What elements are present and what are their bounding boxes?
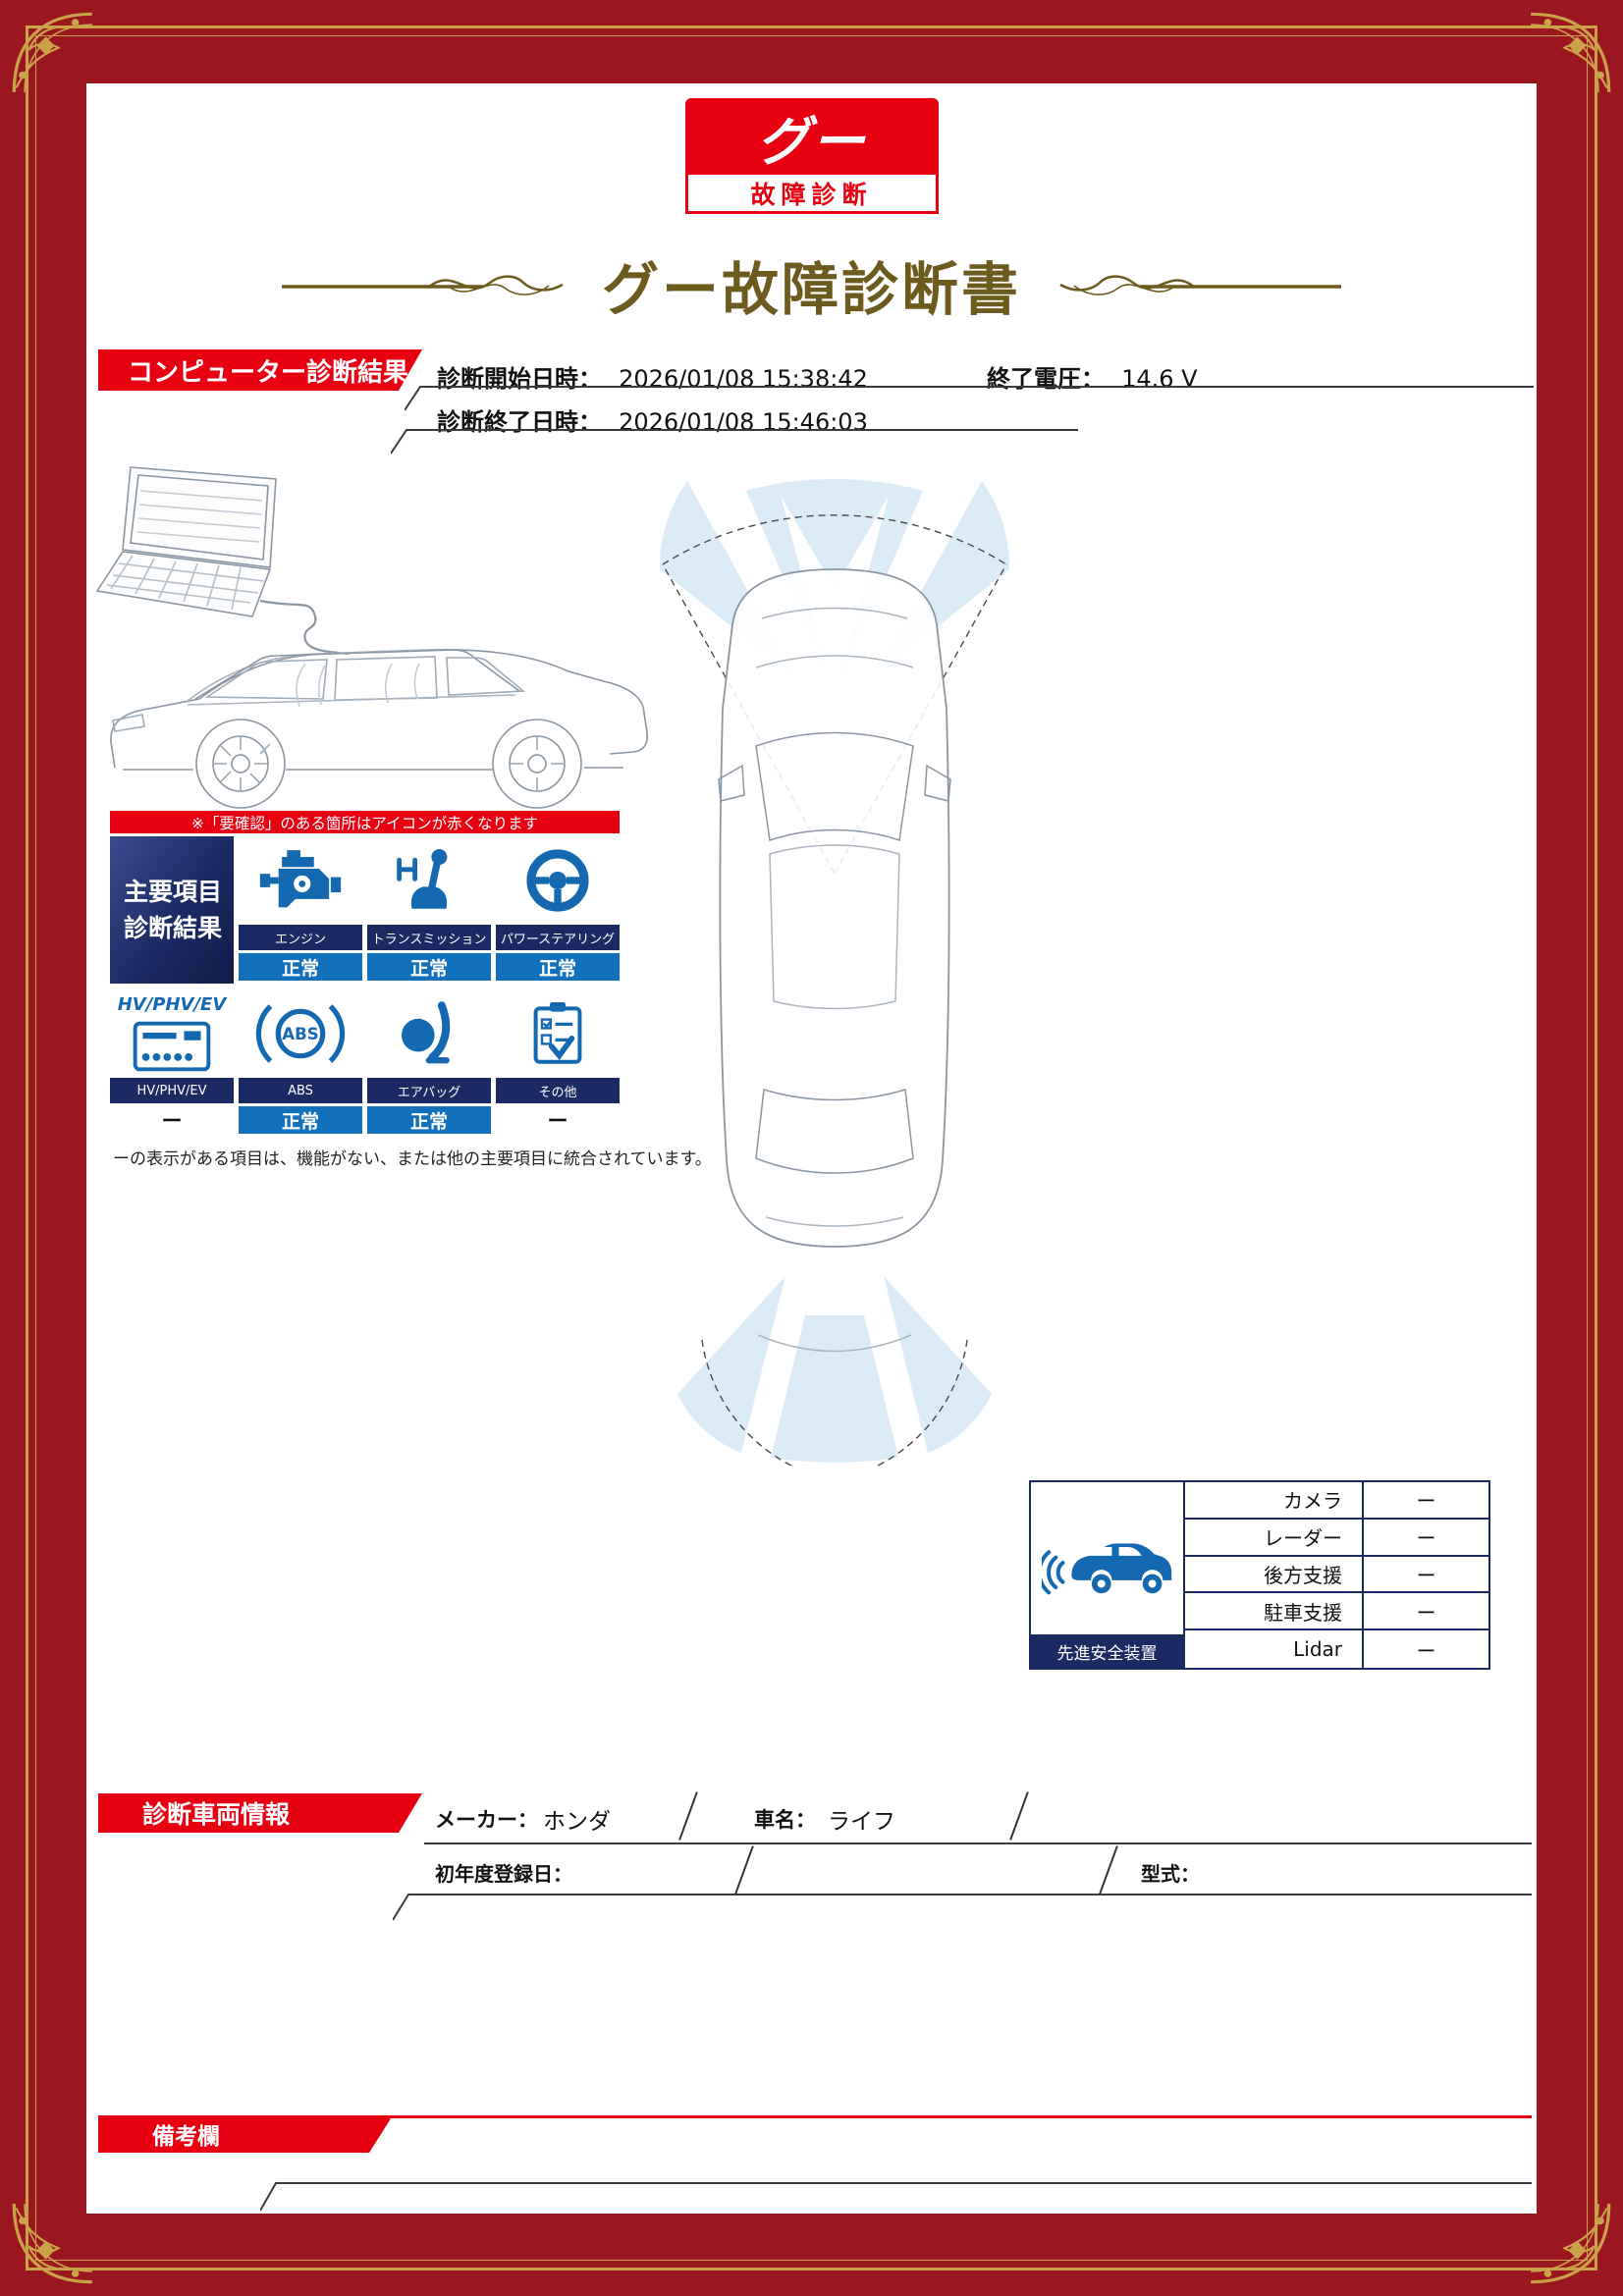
- safety-row-name: Lidar: [1293, 1637, 1342, 1662]
- remarks-write-line: [260, 2182, 1532, 2212]
- vehicle-info-bottom-line: [393, 1894, 1532, 1921]
- safety-row-name: レーダー: [1185, 1520, 1362, 1557]
- diagnostic-laptop-car-illustration: [95, 466, 649, 809]
- safety-row-value: ー: [1362, 1482, 1488, 1520]
- title-flourish-left-icon: [281, 275, 564, 295]
- remarks-banner: 備考欄: [98, 2115, 393, 2153]
- hv-title: HV/PHV/EV: [117, 993, 227, 1015]
- diagnosis-cell-other: その他 ー: [496, 989, 620, 1137]
- sensor-coverage-car-illustration: [659, 478, 1010, 1468]
- safety-devices-table: カメラ ー レーダー ー 後方支援 ー 駐車支援 ー Lidar ー: [1185, 1482, 1488, 1668]
- diagnosis-divider-line: [405, 386, 1534, 411]
- end-time-label: 診断終了日時：: [437, 408, 602, 436]
- abs-icon: ABS: [239, 989, 362, 1078]
- steering-wheel-icon: [496, 836, 620, 925]
- diagnosis-item-label: その他: [496, 1078, 620, 1103]
- car-name-label: 車名：: [754, 1808, 816, 1832]
- attention-notice: ※「要確認」のある箇所はアイコンが赤くなります: [110, 811, 620, 833]
- main-grid-header-line2: 診断結果: [124, 914, 223, 942]
- goo-logo: グー 故障診断: [684, 98, 939, 214]
- diagnosis-start-row: 診断開始日時： 2026/01/08 15:38:42: [437, 359, 868, 394]
- diagnosis-item-status: 正常: [239, 953, 362, 981]
- diagnosis-cell-abs: ABS ABS 正常: [239, 989, 362, 1137]
- diagnosis-item-status: ー: [496, 1106, 620, 1134]
- checklist-icon: [496, 989, 620, 1078]
- car-sensor-icon: [1031, 1482, 1183, 1634]
- safety-row-value: ー: [1362, 1519, 1488, 1557]
- report-title-row: グー故障診断書: [0, 243, 1623, 326]
- diagnosis-cell-hv: HV/PHV/EV HV/PHV/EV ー: [110, 989, 234, 1137]
- first-registration-label: 初年度登録日：: [435, 1862, 572, 1886]
- corner-ornament-icon: [1531, 12, 1611, 92]
- safety-row-value: ー: [1362, 1556, 1488, 1594]
- diagnosis-item-label: ABS: [239, 1078, 362, 1103]
- main-diagnosis-grid: 主要項目 診断結果 エンジン 正常: [110, 836, 620, 1137]
- safety-row-name: カメラ: [1185, 1482, 1362, 1520]
- page-title: グー故障診断書: [601, 256, 1021, 323]
- svg-text:ABS: ABS: [282, 1025, 318, 1043]
- diagnosis-cell-engine: エンジン 正常: [239, 836, 362, 984]
- engine-icon: [239, 836, 362, 925]
- diagnosis-cell-power-steering: パワーステアリング 正常: [496, 836, 620, 984]
- advanced-safety-label: 先進安全装置: [1031, 1634, 1183, 1668]
- corner-ornament-icon: [1531, 2204, 1611, 2284]
- transmission-icon: [367, 836, 491, 925]
- diagnosis-item-status: 正常: [367, 1106, 491, 1134]
- car-name-value: ライフ: [828, 1809, 895, 1835]
- goo-logo-subtext: 故障診断: [684, 175, 939, 214]
- hv-meter-icon: HV/PHV/EV: [110, 989, 234, 1078]
- safety-row-value: ー: [1362, 1593, 1488, 1631]
- corner-ornament-icon: [12, 2204, 92, 2284]
- diagnosis-item-status: ー: [110, 1106, 234, 1134]
- safety-row-name: 駐車支援: [1185, 1593, 1362, 1631]
- diagnosis-cell-airbag: エアバッグ 正常: [367, 989, 491, 1137]
- computer-diagnosis-banner: コンピューター診断結果: [98, 349, 422, 391]
- title-flourish-right-icon: [1059, 275, 1341, 295]
- diagnosis-end-row: 診断終了日時： 2026/01/08 15:46:03: [437, 402, 868, 437]
- advanced-safety-left-cell: 先進安全装置: [1031, 1482, 1185, 1668]
- corner-ornament-icon: [12, 12, 92, 92]
- start-time-label: 診断開始日時：: [437, 365, 602, 393]
- end-voltage-row: 終了電圧： 14.6 V: [987, 359, 1198, 394]
- diagnosis-item-label: トランスミッション: [367, 925, 491, 950]
- diagnosis-item-label: パワーステアリング: [496, 925, 620, 950]
- start-time-value: 2026/01/08 15:38:42: [619, 365, 868, 393]
- end-time-value: 2026/01/08 15:46:03: [619, 408, 868, 436]
- airbag-icon: [367, 989, 491, 1078]
- end-voltage-value: 14.6 V: [1121, 365, 1198, 393]
- diagnosis-item-label: HV/PHV/EV: [110, 1078, 234, 1103]
- grid-footnote: ーの表示がある項目は、機能がない、または他の主要項目に統合されています。: [113, 1149, 712, 1169]
- remarks-top-line: [363, 2115, 1532, 2118]
- main-grid-header: 主要項目 診断結果: [110, 836, 234, 984]
- safety-row-value: ー: [1362, 1630, 1488, 1668]
- vehicle-info-banner: 診断車両情報: [98, 1793, 422, 1833]
- diagnosis-divider-line: [391, 429, 1078, 454]
- diagnosis-item-status: 正常: [367, 953, 491, 981]
- diagnosis-item-label: エアバッグ: [367, 1078, 491, 1103]
- end-voltage-label: 終了電圧：: [987, 365, 1105, 393]
- diagnosis-cell-transmission: トランスミッション 正常: [367, 836, 491, 984]
- diagnosis-item-status: 正常: [239, 1106, 362, 1134]
- diagnosis-item-label: エンジン: [239, 925, 362, 950]
- goo-logo-text: グー: [684, 98, 939, 175]
- diagnosis-item-status: 正常: [496, 953, 620, 981]
- main-grid-header-line1: 主要項目: [124, 877, 223, 906]
- vehicle-info-line: [424, 1842, 1532, 1844]
- maker-label: メーカー：: [435, 1808, 538, 1832]
- maker-value: ホンダ: [543, 1809, 611, 1835]
- advanced-safety-panel: 先進安全装置 カメラ ー レーダー ー 後方支援 ー 駐車支援 ー Lidar …: [1029, 1480, 1490, 1670]
- safety-row-name: 後方支援: [1185, 1557, 1362, 1594]
- model-code-label: 型式：: [1141, 1862, 1200, 1886]
